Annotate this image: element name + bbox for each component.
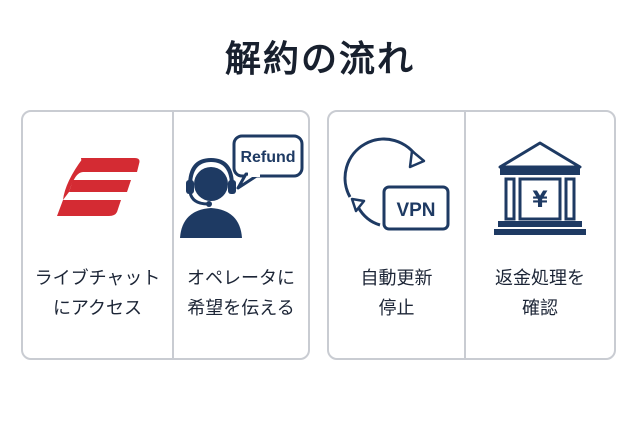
step-group-1: ライブチャット にアクセス Refund — [21, 110, 310, 360]
refund-bubble-text: Refund — [240, 149, 295, 166]
operator-headset-icon: Refund — [174, 132, 308, 242]
step-label: 自動更新 停止 — [329, 264, 464, 324]
step-label-line1: オペレータに — [187, 268, 295, 289]
vpn-badge-text: VPN — [396, 200, 435, 221]
page-title: 解約の流れ — [224, 39, 415, 80]
step-confirm-refund: ¥ 返金処理を 確認 — [466, 112, 614, 358]
step-divider — [464, 112, 466, 358]
yen-symbol-text: ¥ — [532, 188, 548, 213]
step-label-line2: 確認 — [522, 298, 558, 319]
step-tell-operator: Refund オペレータに 希望を伝える — [174, 112, 308, 358]
step-group-2: VPN 自動更新 停止 ¥ 返金処理を 確認 — [327, 110, 616, 360]
step-label: オペレータに 希望を伝える — [174, 264, 308, 324]
expressvpn-logo-icon — [23, 132, 172, 242]
step-label-line2: にアクセス — [52, 298, 143, 319]
step-label-line1: 自動更新 — [360, 268, 433, 289]
bank-yen-icon: ¥ — [466, 132, 614, 242]
vpn-renewal-cycle-icon: VPN — [329, 132, 464, 242]
step-label: 返金処理を 確認 — [466, 264, 614, 324]
step-label-line2: 希望を伝える — [187, 298, 295, 319]
step-label-line1: 返金処理を — [495, 268, 585, 289]
step-label-line1: ライブチャット — [34, 268, 161, 289]
step-label: ライブチャット にアクセス — [23, 264, 172, 324]
step-live-chat: ライブチャット にアクセス — [23, 112, 172, 358]
step-stop-auto-renew: VPN 自動更新 停止 — [329, 112, 464, 358]
step-divider — [172, 112, 174, 358]
step-label-line2: 停止 — [378, 298, 415, 319]
